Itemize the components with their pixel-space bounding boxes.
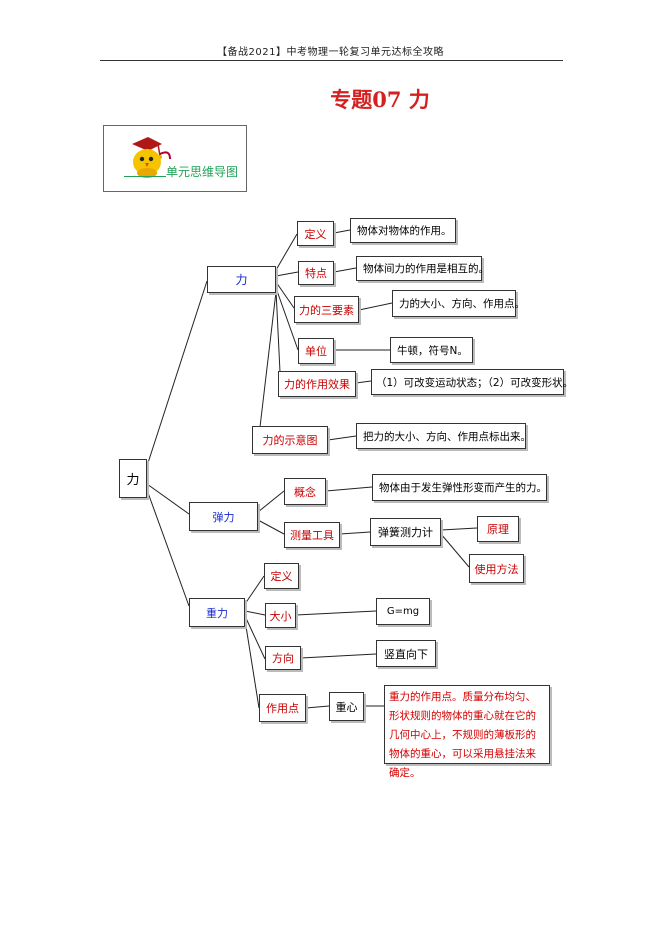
logo-title: 单元思维导图	[166, 165, 239, 179]
branch-gravity: 重力	[189, 598, 245, 627]
force-unit-label: 单位	[298, 338, 334, 364]
force-elements: 力的大小、方向、作用点。	[392, 290, 525, 317]
force-effect-label: 力的作用效果	[278, 371, 356, 397]
elastic-principle: 原理	[477, 516, 519, 542]
elastic-usage: 使用方法	[469, 554, 524, 583]
mindmap-logo: 单元思维导图	[103, 125, 247, 192]
branch-elastic: 弹力	[189, 502, 258, 531]
graduate-chick-icon	[132, 137, 171, 178]
gravity-magnitude-label: 大小	[265, 603, 296, 628]
force-diagram-label: 力的示意图	[252, 426, 328, 454]
root-node: 力	[119, 459, 147, 498]
page-header: 【备战2021】中考物理一轮复习单元达标全攻略	[217, 47, 444, 58]
elastic-tool: 弹簧测力计	[370, 518, 441, 546]
force-elements-label: 力的三要素	[294, 296, 359, 323]
force-effect: （1）可改变运动状态；（2）可改变形状。	[371, 369, 573, 395]
force-unit: 牛顿，符号N。	[390, 337, 473, 363]
branch-force: 力	[207, 266, 276, 293]
gravity-direction-label: 方向	[265, 646, 301, 670]
gravity-point: 重心	[329, 692, 364, 721]
gravity-point-label: 作用点	[259, 694, 306, 722]
gravity-definition-label: 定义	[264, 563, 299, 589]
gravity-note: 重力的作用点。质量分布均匀、形状规则的物体的重心就在它的几何中心上，不规则的薄板…	[384, 685, 550, 779]
force-definition: 物体对物体的作用。	[350, 218, 456, 243]
logo-underline	[124, 176, 166, 177]
gravity-direction: 竖直向下	[376, 640, 436, 667]
page-title: 专题07 力	[330, 87, 430, 112]
gravity-magnitude: G=mg	[376, 598, 430, 625]
force-diagram: 把力的大小、方向、作用点标出来。	[356, 423, 531, 449]
elastic-tool-label: 测量工具	[284, 522, 340, 548]
elastic-concept-label: 概念	[284, 478, 326, 505]
force-feature: 物体间力的作用是相互的。	[356, 256, 489, 281]
elastic-concept: 物体由于发生弹性形变而产生的力。	[372, 474, 547, 501]
force-feature-label: 特点	[298, 261, 334, 285]
force-definition-label: 定义	[297, 221, 334, 246]
header-divider	[100, 60, 563, 61]
